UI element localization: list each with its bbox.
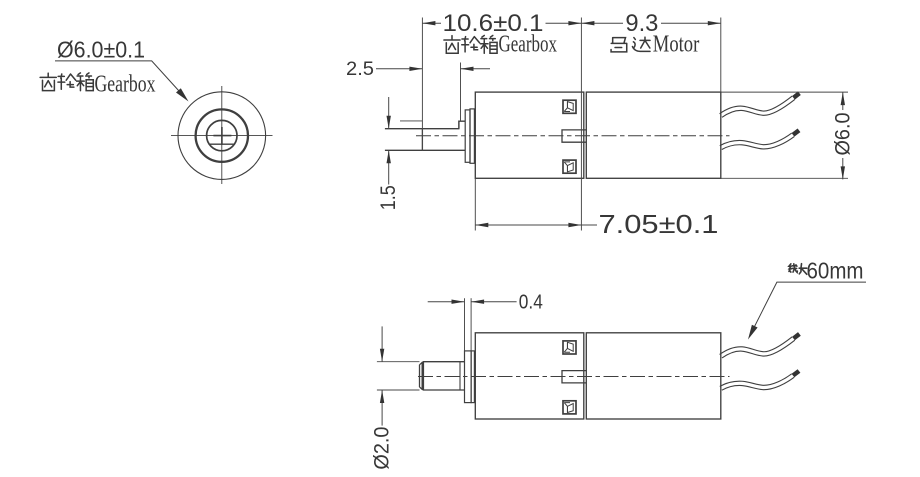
svg-text:Motor: Motor [653, 32, 700, 58]
svg-text:Gearbox: Gearbox [499, 32, 558, 58]
svg-text:Ø6.0±0.1: Ø6.0±0.1 [57, 37, 145, 63]
svg-text:10.6±0.1: 10.6±0.1 [443, 10, 544, 37]
svg-text:Ø2.0: Ø2.0 [371, 427, 394, 470]
svg-text:0.4: 0.4 [519, 292, 543, 314]
svg-text:1.5: 1.5 [377, 185, 400, 210]
svg-text:2.5: 2.5 [346, 59, 374, 80]
svg-text:7.05±0.1: 7.05±0.1 [599, 209, 719, 239]
svg-text:9.3: 9.3 [625, 10, 658, 37]
svg-text:Gearbox: Gearbox [95, 72, 156, 98]
svg-text:Ø6.0: Ø6.0 [832, 113, 855, 156]
svg-text:60mm: 60mm [807, 258, 864, 284]
